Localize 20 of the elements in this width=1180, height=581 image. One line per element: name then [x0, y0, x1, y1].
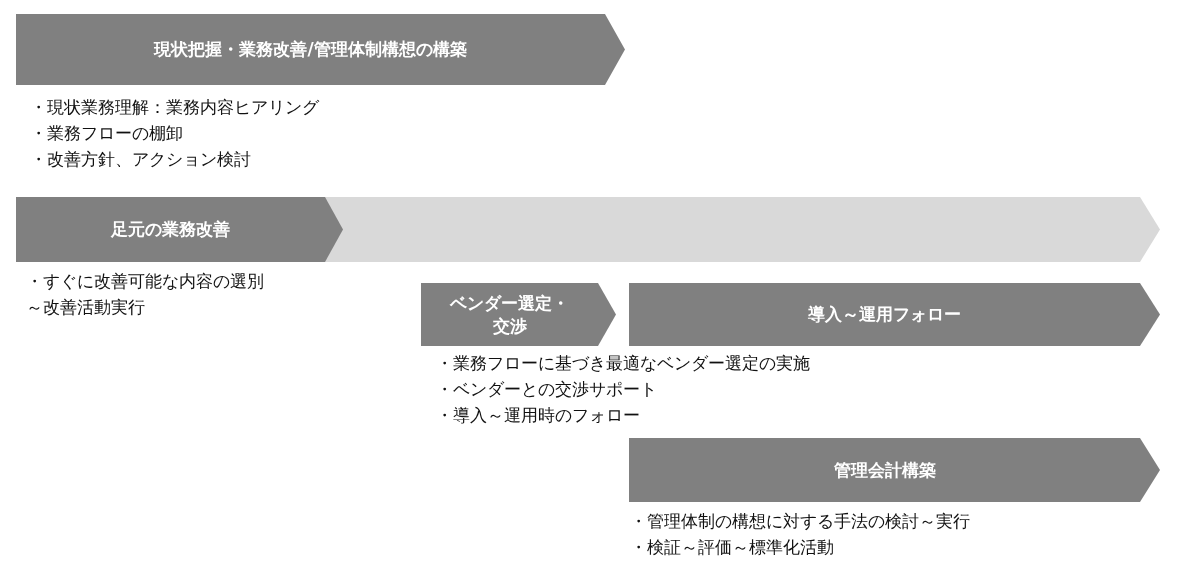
chevron-step — [629, 283, 1160, 346]
bullet-text: ・業務フローに基づき最適なベンダー選定の実施 — [436, 352, 810, 375]
chevron-band — [16, 197, 1160, 262]
step-title: 現状把握・業務改善/管理体制構想の構築 — [154, 38, 467, 61]
step-title: 導入～運用フォロー — [808, 303, 961, 326]
chevron-step — [16, 14, 625, 85]
bullet-text: ・管理体制の構想に対する手法の検討～実行 — [630, 510, 970, 533]
bullet-text: ・改善方針、アクション検討 — [30, 148, 252, 171]
bullet-text: ・検証～評価～標準化活動 — [630, 536, 835, 559]
bullet-text: ・業務フローの棚卸 — [30, 122, 184, 145]
step-title: 管理会計構築 — [833, 458, 936, 482]
chevron-step — [629, 438, 1160, 502]
bullet-text: ・すぐに改善可能な内容の選別～改善活動実行 — [26, 270, 265, 319]
chevron-step — [16, 197, 343, 262]
bullet-text: ・導入～運用時のフォロー — [436, 404, 641, 427]
step-title: ベンダー選定・交渉 — [449, 291, 570, 338]
step-title: 足元の業務改善 — [111, 218, 230, 241]
bullet-text: ・ベンダーとの交渉サポート — [436, 378, 658, 401]
chevron-step — [421, 283, 616, 346]
bullet-text: ・現状業務理解：業務内容ヒアリング — [30, 96, 319, 119]
